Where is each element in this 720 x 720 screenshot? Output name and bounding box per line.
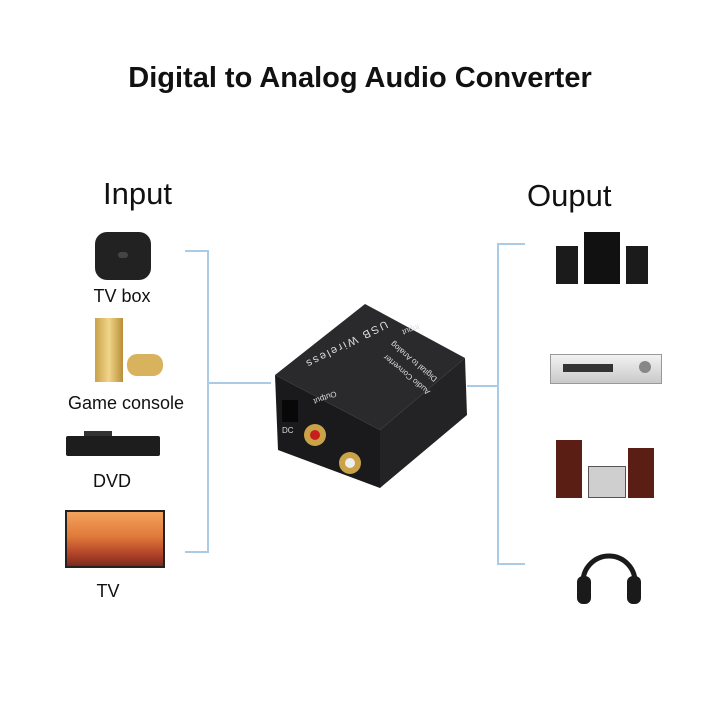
output-heading: Ouput <box>527 178 612 213</box>
input-label-game-console: Game console <box>67 393 185 413</box>
headphones-icon <box>577 553 641 604</box>
hifi-system-icon <box>556 440 656 498</box>
output-bracket-bottom <box>499 563 525 565</box>
input-label-tv-box: TV box <box>93 286 151 306</box>
av-receiver-icon <box>550 354 662 384</box>
device-dc-label: DC <box>282 426 294 435</box>
dvd-player-icon <box>66 431 160 456</box>
device-top <box>275 304 465 430</box>
output-bracket <box>497 243 499 565</box>
input-heading: Input <box>103 176 172 211</box>
television-icon <box>65 510 165 568</box>
dc-jack <box>282 400 298 422</box>
input-label-tv: TV <box>96 581 120 601</box>
device-side <box>380 358 467 488</box>
output-bracket-top <box>499 243 525 245</box>
input-bracket <box>207 250 209 553</box>
page-title: Digital to Analog Audio Converter <box>128 62 592 94</box>
input-label-dvd: DVD <box>92 471 131 491</box>
output-connector <box>467 385 497 387</box>
converter-device <box>275 304 467 488</box>
speakers-icon <box>556 232 650 284</box>
input-bracket-bottom <box>185 551 207 553</box>
tv-box-icon <box>95 232 151 280</box>
input-connector <box>209 382 271 384</box>
game-console-icon <box>95 318 163 382</box>
input-bracket-top <box>185 250 207 252</box>
